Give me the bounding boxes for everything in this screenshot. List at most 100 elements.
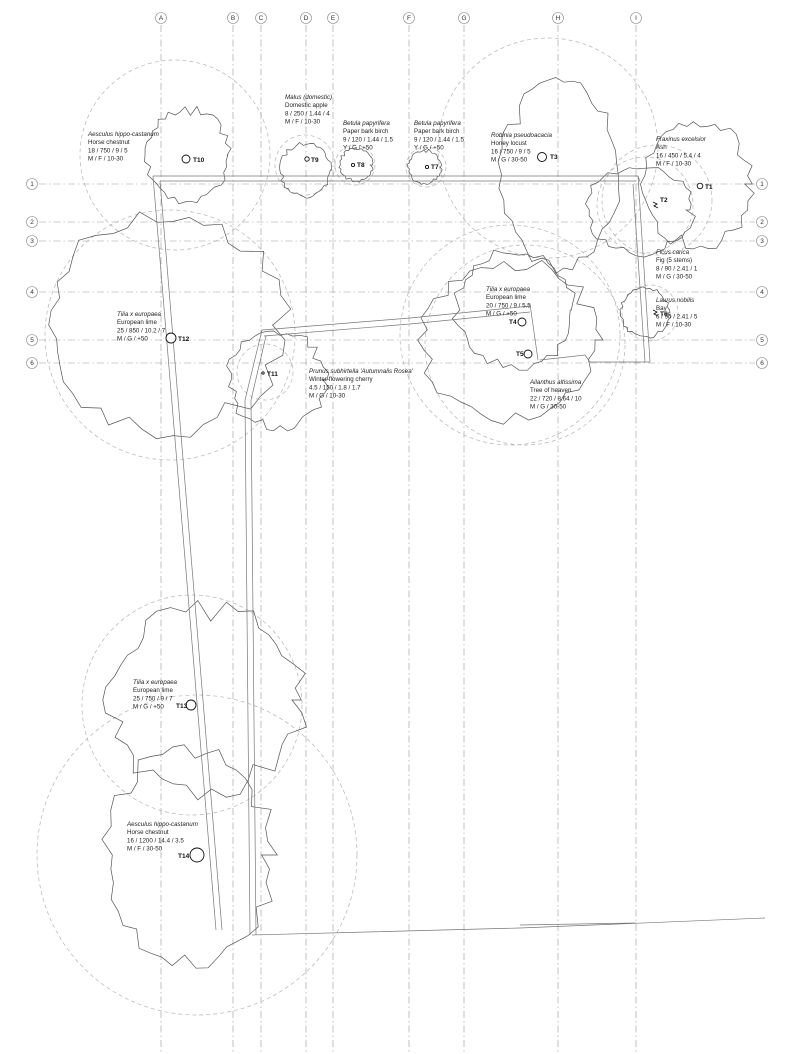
canopy-t10: [144, 105, 232, 205]
root-zone-t6: [621, 284, 679, 342]
tree-id-t13: T13: [176, 703, 188, 710]
grid-row-bubble-left-label: 5: [30, 337, 34, 344]
canopy-t14: [101, 744, 278, 969]
tree-common-t4: European lime: [486, 294, 526, 301]
root-protection-zones: [36, 37, 713, 1016]
grid-row-bubble-left-label: 6: [30, 360, 34, 367]
grid-column-bubble: B: [227, 12, 239, 24]
tree-spec-t2: 8 / 90 / 2.41 / 1: [656, 265, 698, 272]
trunk-t3: [537, 152, 547, 162]
tree-common-t11: Winter-flowering cherry: [309, 376, 374, 383]
canopy-t4: [417, 259, 604, 425]
tree-species-t10: Aesculus hippo-castanum: [87, 131, 159, 138]
boundary-line-south: [251, 917, 766, 936]
tree-species-t11: Prunus subhirtella 'Autumnalis Rosea': [309, 368, 414, 375]
grid-row-bubble-right: 5: [756, 334, 768, 346]
root-zone-t7: [405, 146, 447, 188]
tree-spec-t11: 4.5 / 150 / 1.8 / 1.7: [309, 384, 361, 391]
site-boundary: [152, 175, 766, 936]
root-zone-t10: [79, 59, 271, 251]
grid-column-bubble-label: A: [159, 15, 164, 22]
grid-row-bubble-left: 6: [26, 357, 38, 369]
canopy-t8: [338, 148, 374, 183]
grid-column-bubble: C: [255, 12, 267, 24]
tree-species-t4: Tilia x europaea: [486, 286, 531, 293]
grid-row-bubble-right-label: 2: [760, 219, 764, 226]
multi-stem-trunk-t6: [652, 309, 659, 317]
grid-row-bubble-left-label: 4: [30, 289, 34, 296]
tree-id-t3: T3: [550, 154, 558, 161]
root-zone-t8: [334, 144, 376, 186]
grid-row-bubble-right-label: 6: [760, 360, 764, 367]
canopy-t5: [451, 249, 576, 371]
boundary-line-centre: [244, 329, 263, 936]
tree-species-t12: Tilia x europaea: [117, 311, 162, 318]
tree-cat-t4: M / G / +50: [486, 311, 517, 318]
tree-id-t7: T7: [431, 164, 439, 171]
tree-cat-t8: Y / G / +50: [343, 145, 373, 152]
canopy-t2: [585, 167, 696, 258]
tree-id-t5: T5: [516, 351, 524, 358]
tree-species-t9: Malus (domestic): [285, 94, 332, 101]
tree-cat-t10: M / F / 10-30: [88, 156, 124, 163]
grid-lines: [39, 25, 755, 1054]
tree-trunks: [165, 152, 704, 863]
tree-common-t7: Paper bark birch: [414, 128, 460, 135]
multi-stem-trunk-t2: [652, 201, 659, 209]
trunk-t11: [261, 371, 265, 375]
grid-column-bubble-label: E: [331, 15, 336, 22]
trunk-t10: [181, 154, 191, 164]
canopy-t6: [619, 286, 672, 339]
tree-spec-t4: 20 / 750 / 9 / 5.5: [486, 302, 531, 309]
root-zone-t14: [36, 694, 358, 1016]
tree-id-t6: T6: [660, 311, 668, 318]
tree-common-t10: Horse chestnut: [88, 139, 130, 146]
tree-id-t11: T11: [267, 371, 278, 378]
boundary-line-east: [637, 175, 651, 363]
grid-row-bubble-right: 4: [756, 286, 768, 298]
tree-spec-t8: 9 / 120 / 1.44 / 1.5: [343, 136, 393, 143]
boundary-line-mid-north: [261, 305, 531, 331]
root-zone-t3: [437, 37, 659, 259]
grid-row-bubble-right-label: 5: [760, 337, 764, 344]
canopy-t9: [279, 142, 333, 199]
tree-common-t12: European lime: [117, 319, 157, 326]
tree-cat-t11: M / G / 10-30: [309, 393, 346, 400]
tree-spec-t6: 6 / 90 / 2.41 / 5: [656, 313, 698, 320]
root-zone-t2: [596, 156, 694, 254]
tree-common-t6: Bay: [656, 305, 668, 312]
grid-row-bubble-right-label: 3: [760, 238, 764, 245]
grid-row-bubble-right-label: 4: [760, 289, 764, 296]
canopy-t13: [102, 599, 307, 801]
tree-cat-t5: M / G / 30-50: [530, 404, 567, 411]
grid-column-bubble-label: F: [407, 15, 411, 22]
tree-spec-t12: 25 / 850 / 10.2 / 7: [117, 327, 166, 334]
trunk-t14: [189, 847, 205, 863]
tree-species-t3: Robinia pseudoacacia: [491, 132, 552, 139]
boundary-line-west-inner: [159, 180, 223, 931]
boundary-line-centre-inner: [250, 335, 267, 936]
tree-cat-t3: M / G / 30-50: [491, 157, 528, 164]
tree-cat-t12: M / G / +50: [117, 336, 148, 343]
tree-cat-t6: M / F / 10-30: [656, 322, 692, 329]
grid-column-bubble: H: [552, 12, 564, 24]
tree-id-t9: T9: [311, 157, 319, 164]
root-zone-t12: [44, 209, 296, 461]
tree-cat-t2: M / G / 30-50: [656, 274, 693, 281]
trunk-t1: [696, 182, 704, 190]
tree-common-t1: Ash: [656, 144, 667, 151]
tree-spec-t9: 8 / 250 / 1.44 / 4: [285, 110, 330, 117]
boundary-line-east-inner: [632, 183, 646, 363]
root-zone-t11: [236, 343, 294, 401]
trunk-t12: [165, 332, 177, 344]
grid-row-bubble-right: 6: [756, 357, 768, 369]
